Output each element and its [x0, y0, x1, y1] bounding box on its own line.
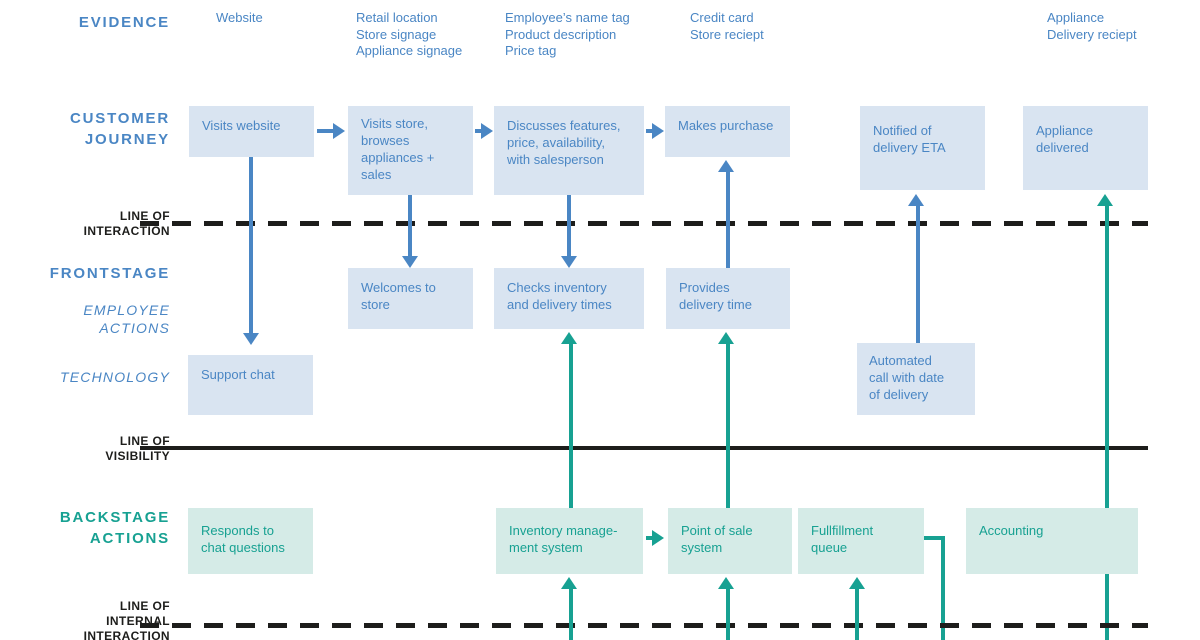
row-label-line-of-interaction: LINE OF INTERACTION: [83, 209, 170, 238]
arrow-right-icon: [646, 536, 654, 540]
line-of-internal-interaction: [140, 623, 1148, 628]
arrow-up-icon: [726, 344, 730, 508]
frontstage-box: Provides delivery time: [666, 268, 790, 329]
arrow-down-icon: [567, 195, 571, 256]
arrow-up-icon: [718, 577, 734, 589]
arrow-up-icon: [561, 332, 577, 344]
evidence-item: Employee’s name tag Product description …: [505, 10, 630, 59]
row-label-line-of-visibility: LINE OF VISIBILITY: [105, 434, 170, 463]
arrow-right-icon: [475, 129, 483, 133]
row-label-frontstage: FRONTSTAGE: [49, 265, 170, 282]
arrow-down-icon: [243, 333, 259, 345]
line-of-interaction: [140, 221, 1148, 226]
row-label-backstage-actions: BACKSTAGE ACTIONS: [59, 509, 170, 547]
arrow-up-icon: [1097, 194, 1113, 206]
arrow-down-icon: [402, 256, 418, 268]
arrow-up-icon: [916, 206, 920, 343]
arrow-right-icon: [652, 123, 664, 139]
arrow-down-icon: [408, 195, 412, 256]
row-label-technology: TECHNOLOGY: [59, 369, 170, 385]
evidence-item: Website: [216, 10, 263, 25]
technology-box: Automated call with date of delivery: [857, 343, 975, 415]
backstage-box: Responds to chat questions: [188, 508, 313, 574]
line-of-visibility: [140, 446, 1148, 450]
arrow-up-icon: [1105, 206, 1109, 640]
journey-box: Notified of delivery ETA: [860, 106, 985, 190]
journey-box: Visits store, browses appliances + sales: [348, 106, 473, 195]
arrow-right-icon: [333, 123, 345, 139]
elbow-connector: [924, 536, 945, 540]
arrow-down-icon: [561, 256, 577, 268]
journey-box: Makes purchase: [665, 106, 790, 157]
arrow-up-icon: [855, 589, 859, 640]
evidence-item: Appliance Delivery reciept: [1047, 10, 1137, 42]
arrow-up-icon: [569, 344, 573, 508]
arrow-down-icon: [249, 157, 253, 333]
arrow-up-icon: [726, 589, 730, 640]
technology-box: Support chat: [188, 355, 313, 415]
elbow-connector: [941, 536, 945, 640]
frontstage-box: Welcomes to store: [348, 268, 473, 329]
evidence-item: Credit card Store reciept: [690, 10, 764, 42]
arrow-up-icon: [908, 194, 924, 206]
row-label-customer-journey: CUSTOMER JOURNEY: [70, 110, 170, 148]
backstage-box: Point of sale system: [668, 508, 792, 574]
arrow-up-icon: [718, 332, 734, 344]
journey-box: Appliance delivered: [1023, 106, 1148, 190]
arrow-up-icon: [569, 589, 573, 640]
arrow-right-icon: [646, 129, 654, 133]
journey-box: Discusses features, price, availability,…: [494, 106, 644, 195]
arrow-up-icon: [561, 577, 577, 589]
row-label-employee-actions: EMPLOYEE ACTIONS: [83, 302, 170, 336]
frontstage-box: Checks inventory and delivery times: [494, 268, 644, 329]
arrow-right-icon: [317, 129, 334, 133]
arrow-right-icon: [481, 123, 493, 139]
backstage-box: Accounting: [966, 508, 1138, 574]
backstage-box: Fullfillment queue: [798, 508, 924, 574]
evidence-item: Retail location Store signage Appliance …: [356, 10, 463, 59]
row-label-evidence: EVIDENCE: [78, 14, 170, 31]
backstage-box: Inventory manage- ment system: [496, 508, 643, 574]
row-label-line-of-internal-interaction: LINE OF INTERNAL INTERACTION: [83, 599, 170, 640]
arrow-up-icon: [726, 172, 730, 268]
arrow-up-icon: [849, 577, 865, 589]
arrow-right-icon: [652, 530, 664, 546]
arrow-up-icon: [718, 160, 734, 172]
journey-box: Visits website: [189, 106, 314, 157]
